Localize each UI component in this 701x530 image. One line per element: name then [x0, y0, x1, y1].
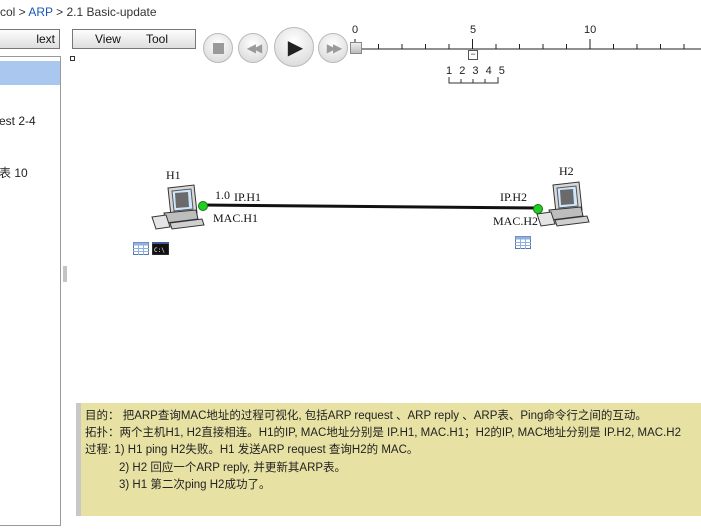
h2-mac-label: MAC.H2 — [493, 214, 539, 228]
breadcrumb-current: > 2.1 Basic-update — [52, 5, 157, 19]
left-panel-item-request[interactable]: est 2-4 — [0, 114, 36, 128]
h1-command-prompt-icon[interactable]: C:\ — [152, 242, 169, 255]
breadcrumb-arp-link[interactable]: ARP — [28, 5, 53, 19]
tool-menu-button[interactable]: Tool — [146, 32, 169, 46]
left-panel-selected-item[interactable] — [0, 61, 60, 85]
timeline-steps: 1 2 3 4 5 — [446, 65, 505, 77]
fast-forward-icon: ▶▶ — [326, 41, 343, 55]
panel-anchor-marker — [70, 56, 75, 61]
rewind-button[interactable]: ◀◀ — [238, 33, 268, 63]
h1-ip-label: IP.H1 — [234, 190, 262, 204]
description-purpose: 目的： 把ARP查询MAC地址的过程可视化, 包括ARP request 、AR… — [85, 410, 647, 422]
h1-mac-label: MAC.H1 — [213, 211, 259, 225]
play-button[interactable]: ▶ — [274, 27, 314, 67]
h1-arp-table-icon[interactable] — [133, 242, 149, 255]
timeline-slider-handle[interactable] — [350, 42, 362, 54]
link-speed: 1.0 — [215, 188, 230, 202]
timeline-step[interactable]: 5 — [498, 65, 507, 77]
rewind-icon: ◀◀ — [246, 41, 263, 55]
description-topology: 拓扑：两个主机H1, H2直接相连。H1的IP, MAC地址分别是 IP.H1,… — [85, 427, 681, 439]
view-menu-button[interactable]: View — [95, 32, 121, 46]
timeline-step-bracket — [448, 77, 499, 84]
stop-icon — [212, 42, 224, 54]
timeline-step[interactable]: 2 — [459, 65, 468, 77]
next-button[interactable]: lext — [0, 29, 60, 49]
h1-name: H1 — [166, 168, 181, 182]
description-process-step-2: 2) H2 回应一个ARP reply, 并更新其ARP表。 — [119, 462, 347, 474]
h2-port[interactable] — [533, 203, 543, 214]
description-process-step-1: 过程: 1) H1 ping H2失败。H1 发送ARP request 查询H… — [85, 444, 419, 456]
timeline-collapse-toggle[interactable]: − — [468, 50, 478, 60]
timeline: 0 5 10 − 1 2 3 4 5 — [350, 24, 701, 94]
h2-arp-table-icon[interactable] — [515, 236, 531, 249]
h2-ip-label: IP.H2 — [500, 190, 528, 204]
svg-text:C:\: C:\ — [154, 247, 165, 254]
h1-port[interactable] — [198, 200, 208, 211]
network-link — [202, 203, 539, 210]
view-tool-menu: View Tool — [72, 29, 196, 49]
breadcrumb-protocol[interactable]: col > — [0, 5, 29, 19]
timeline-step[interactable]: 1 — [446, 65, 455, 77]
h1-computer-icon[interactable] — [150, 183, 206, 231]
play-icon: ▶ — [287, 36, 304, 59]
timeline-step[interactable]: 3 — [472, 65, 481, 77]
timeline-tick-label-0: 0 — [352, 24, 359, 36]
description-process-step-3: 3) H1 第二次ping H2成功了。 — [119, 479, 271, 491]
stop-button[interactable] — [203, 33, 233, 63]
left-panel-item-table[interactable]: 表 10 — [0, 166, 28, 180]
h2-computer-icon[interactable] — [535, 180, 591, 228]
h2-name: H2 — [559, 164, 574, 178]
timeline-tick-label-5: 5 — [470, 24, 477, 36]
timeline-step[interactable]: 4 — [485, 65, 494, 77]
splitter-handle[interactable] — [63, 266, 67, 282]
breadcrumb: col > ARP > 2.1 Basic-update — [0, 5, 157, 19]
left-panel: est 2-4 表 10 — [0, 56, 61, 526]
timeline-tick-label-10: 10 — [584, 24, 597, 36]
description-panel: 目的： 把ARP查询MAC地址的过程可视化, 包括ARP request 、AR… — [76, 403, 701, 516]
fast-forward-button[interactable]: ▶▶ — [318, 33, 348, 63]
